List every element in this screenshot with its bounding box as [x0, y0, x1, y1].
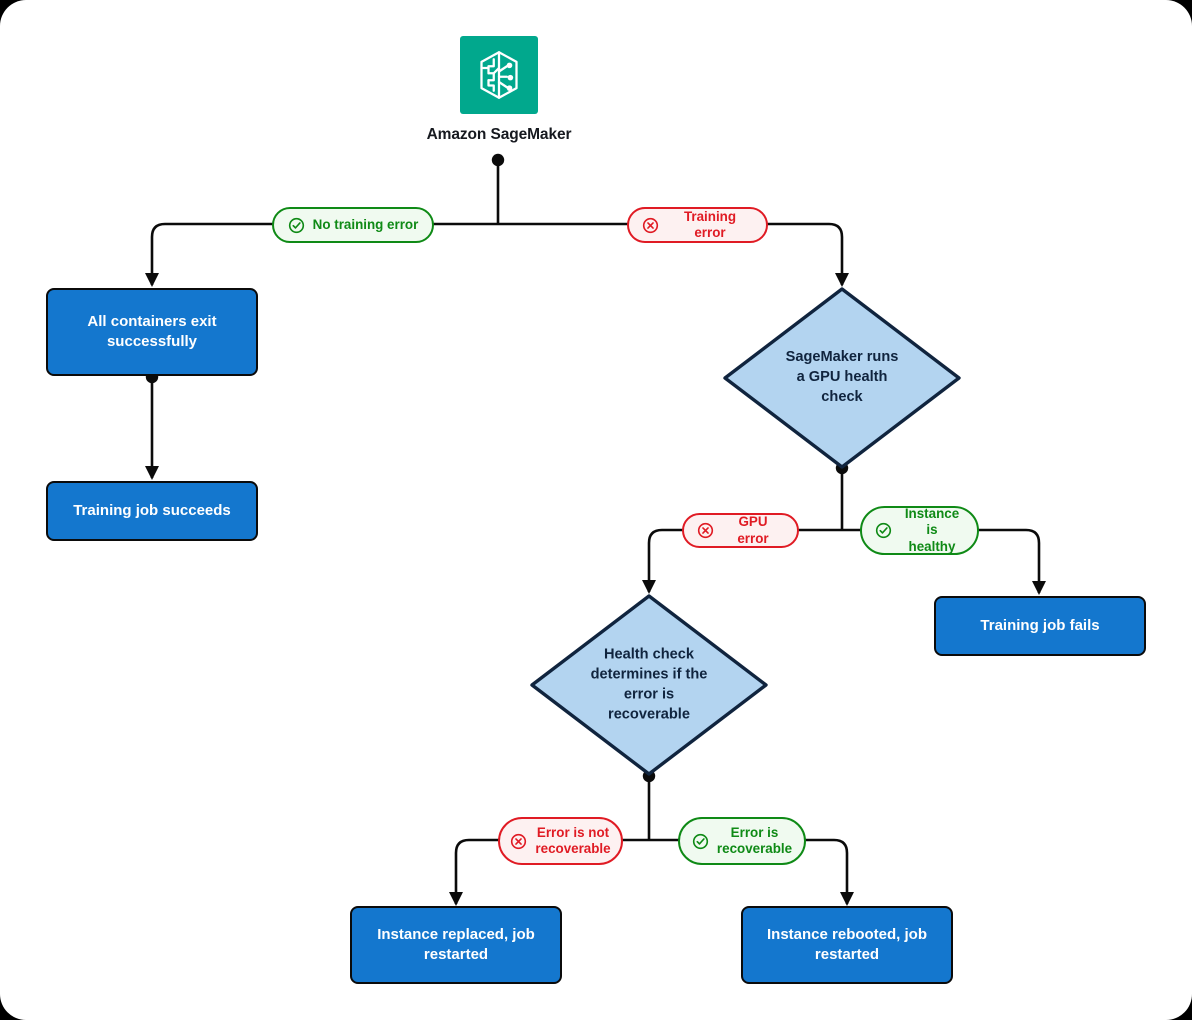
diamond-shape [530, 594, 768, 776]
edge-label-text: Error is not recoverable [535, 824, 611, 856]
edge-label-instance-healthy[interactable]: Instance is healthy [860, 506, 979, 555]
x-circle-icon [697, 522, 714, 539]
check-circle-icon [692, 833, 709, 849]
diamond-shape [723, 287, 961, 469]
edge-label-error-not-recoverable[interactable]: Error is not recoverable [498, 817, 623, 865]
check-circle-icon [288, 217, 304, 233]
edge-label-no-training-error[interactable]: No training error [272, 207, 434, 243]
check-circle-icon [875, 522, 892, 539]
amazon-sagemaker-icon [460, 36, 538, 114]
edge-label-gpu-error[interactable]: GPU error [682, 513, 799, 548]
node-gpu-health-check[interactable]: SageMaker runs a GPU health check [722, 286, 962, 470]
node-instance-rebooted[interactable]: Instance rebooted, job restarted [741, 906, 953, 984]
x-circle-icon [511, 833, 527, 849]
node-training-job-succeeds[interactable]: Training job succeeds [46, 481, 258, 541]
junction-dot-sagemaker [491, 153, 505, 167]
node-training-job-fails[interactable]: Training job fails [934, 596, 1146, 656]
edge-label-text: Error is recoverable [716, 824, 793, 856]
edge-label-error-recoverable[interactable]: Error is recoverable [678, 817, 806, 865]
service-label: Amazon SageMaker [426, 126, 572, 143]
edge-label-training-error[interactable]: Training error [627, 207, 768, 243]
edge-label-text: Training error [683, 208, 737, 240]
node-instance-replaced[interactable]: Instance replaced, job restarted [350, 906, 562, 984]
x-circle-icon [642, 217, 659, 233]
edge-label-text: Instance is healthy [904, 505, 960, 554]
node-label: Health check determines if the error is … [590, 646, 708, 722]
edge-label-text: GPU error [737, 514, 769, 546]
node-recoverable-check[interactable]: Health check determines if the error is … [529, 593, 769, 777]
node-label: SageMaker runs a GPU health check [785, 349, 899, 405]
edge-label-text: No training error [312, 216, 419, 232]
node-all-containers-exit[interactable]: All containers exit successfully [46, 288, 258, 376]
